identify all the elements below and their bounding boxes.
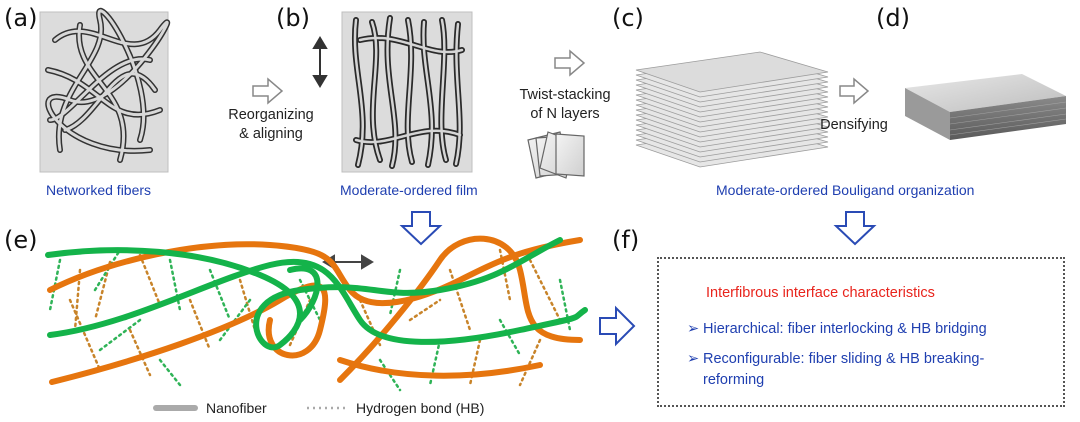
bouligand-stack-image [635,51,829,168]
stack-layer [635,51,829,93]
panel-label-c: (c) [612,4,644,32]
step-twist-line2: of N layers [530,106,600,122]
step-reorganizing: Reorganizing & aligning [216,106,326,144]
step-twist-stacking: Twist-stacking of N layers [510,86,620,124]
step-densifying: Densifying [820,117,888,133]
step-reorganizing-line2: & aligning [239,126,303,142]
caption-networked-fibers: Networked fibers [46,182,152,198]
caption-moderate-ordered-film: Moderate-ordered film [340,182,478,198]
panel-label-a: (a) [4,4,38,32]
arrow-bullet-icon: ➢ [687,351,700,367]
networked-fibers-image [39,8,171,173]
densified-block-image [905,74,1067,140]
hollow-right-arrow-icon [252,77,284,105]
nanofiber-network [45,235,588,385]
panel-label-e: (e) [4,226,38,254]
blue-down-arrow-icon [399,211,443,246]
hollow-right-arrow-icon [554,49,586,77]
caption-bouligand-organization: Moderate-ordered Bouligand organization [716,182,975,198]
step-reorganizing-line1: Reorganizing [228,107,314,123]
stacked-sheets-icon [527,131,585,179]
panel-label-b: (b) [276,4,310,32]
characteristics-item-text: Reconfigurable: fiber sliding & HB break… [703,351,985,367]
moderate-ordered-film-image [341,11,473,173]
legend-nanofiber-label: Nanofiber [206,400,267,416]
blue-down-arrow-icon [833,211,877,246]
characteristics-title: Interfibrous interface characteristics [706,285,935,301]
hollow-right-arrow-icon [839,77,870,105]
blue-right-arrow-icon [599,305,636,347]
legend-hydrogen-bond-label: Hydrogen bond (HB) [356,400,485,416]
characteristics-box: Interfibrous interface characteristics ➢… [657,257,1065,407]
panel-label-d: (d) [876,4,910,32]
vertical-double-arrow-icon [312,36,328,88]
characteristics-item-text: Hierarchical: fiber interlocking & HB br… [703,321,987,337]
characteristics-item-reconfigurable: ➢Reconfigurable: fiber sliding & HB brea… [687,349,984,391]
panel-label-f: (f) [612,226,640,254]
arrow-bullet-icon: ➢ [687,321,700,337]
characteristics-item-text-continued: reforming [703,372,765,388]
step-twist-line1: Twist-stacking [519,87,611,103]
characteristics-item-hierarchical: ➢Hierarchical: fiber interlocking & HB b… [687,319,987,340]
